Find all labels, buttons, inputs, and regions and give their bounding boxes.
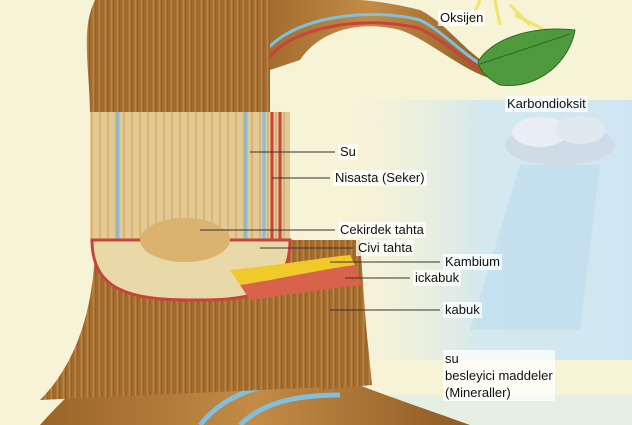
- label-sapwood: Civi tahta: [356, 240, 415, 256]
- label-bark: kabuk: [443, 302, 482, 318]
- label-soil-water: su: [445, 351, 459, 366]
- cloud-puff: [512, 117, 568, 147]
- label-minerals: (Mineraller): [445, 385, 511, 400]
- label-carbon-dioxide: Karbondioksit: [505, 96, 588, 112]
- rain-beam: [470, 165, 600, 330]
- leaf-vein: [479, 33, 571, 65]
- label-oxygen: Oksijen: [438, 10, 486, 26]
- heartwood-core: [140, 218, 230, 262]
- branch-starch-vessel: [260, 21, 501, 78]
- label-water: Su: [338, 144, 358, 160]
- cambium-layer: [230, 255, 355, 285]
- label-inner-bark: ickabuk: [413, 270, 462, 286]
- cloud-puff: [555, 116, 605, 144]
- trunk-upper: [86, 0, 270, 115]
- branch: [240, 0, 500, 80]
- leaf-icon: [477, 28, 576, 87]
- inner-bark-layer: [240, 265, 362, 300]
- bark-layer: [250, 285, 372, 390]
- branch-water-vessel: [253, 12, 501, 74]
- leader-lines: [200, 151, 440, 311]
- root-water-vessel: [238, 392, 341, 425]
- label-nutrients: besleyici maddeler: [445, 368, 553, 383]
- label-heartwood: Cekirdek tahta: [338, 222, 426, 238]
- label-cambium: Kambium: [443, 254, 502, 270]
- label-soil-nutrients: su besleyici maddeler (Mineraller): [443, 350, 555, 401]
- label-starch: Nisasta (Seker): [333, 170, 427, 186]
